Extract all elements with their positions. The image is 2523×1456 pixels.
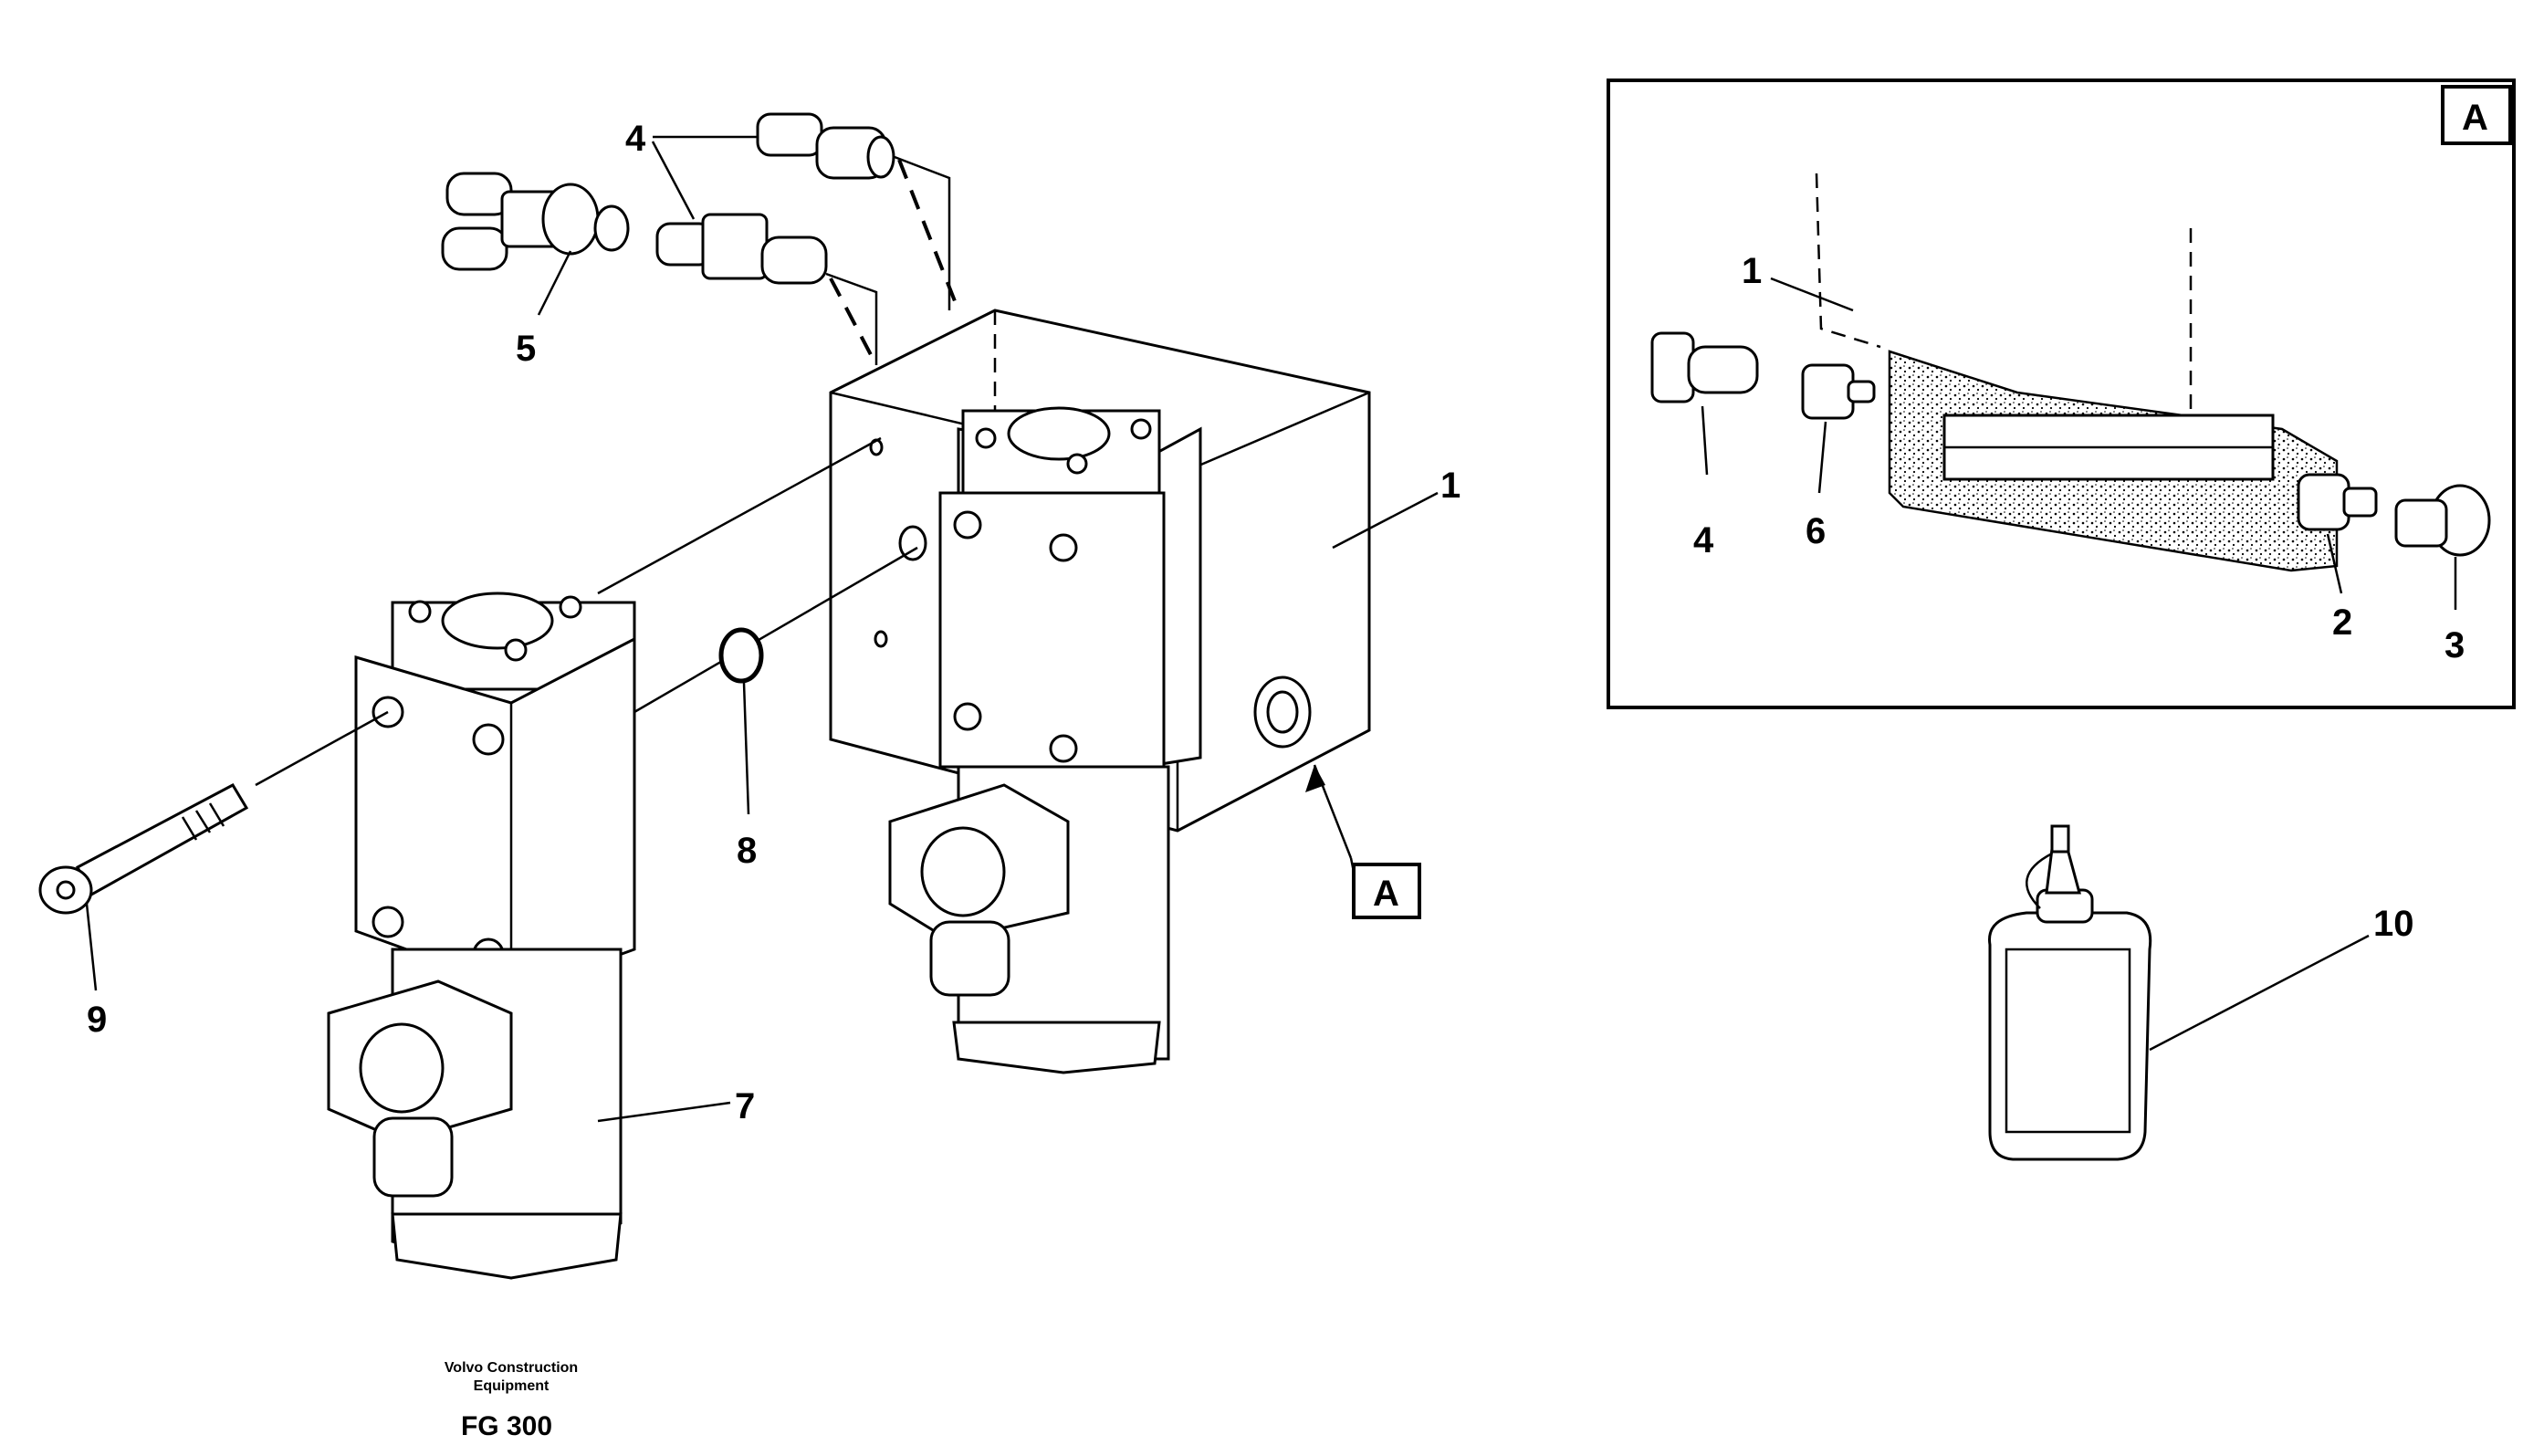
inset-label: A	[2462, 98, 2488, 138]
leader-4	[651, 141, 696, 220]
leader-5	[537, 250, 572, 316]
o-ring	[718, 627, 764, 684]
callout-7: 7	[735, 1086, 755, 1126]
alignment-line	[255, 710, 389, 787]
brand-line-1: Volvo Construction	[445, 1360, 578, 1376]
alignment-line	[597, 436, 882, 595]
adhesive-bottle	[1988, 824, 2152, 1161]
inset-part-6	[1801, 363, 1855, 420]
leader-8	[742, 682, 750, 815]
callout-1: 1	[1440, 466, 1460, 506]
tee-fitting	[441, 172, 630, 271]
inset-callout-1: 1	[1742, 251, 1762, 291]
assembly-path	[829, 278, 878, 366]
inset-callout-4: 4	[1693, 520, 1714, 560]
leader-9	[85, 903, 98, 991]
inset-callout-3: 3	[2444, 625, 2465, 665]
detail-inset-a: A 1 4 6 2 3	[1607, 79, 2516, 709]
leader-1	[1332, 491, 1439, 550]
inset-callout-6: 6	[1806, 511, 1826, 551]
inset-part-2	[2297, 473, 2350, 531]
callout-8: 8	[737, 831, 757, 871]
mounted-solenoid-valve	[888, 406, 1202, 1074]
assembly-path	[894, 155, 951, 310]
callout-10: 10	[2373, 904, 2414, 944]
assembly-path	[825, 272, 878, 365]
leader-10	[2149, 934, 2370, 1052]
callout-9: 9	[87, 1000, 107, 1040]
inset-frame	[1607, 79, 2516, 709]
group-code: FG 300	[461, 1411, 552, 1441]
straight-fitting-upper	[756, 112, 895, 180]
callout-4: 4	[625, 119, 646, 159]
straight-fitting-lower	[655, 213, 828, 285]
loose-solenoid-valve	[327, 592, 636, 1280]
view-a-arrowhead	[1305, 765, 1325, 792]
inset-fitting-4	[1650, 331, 1695, 403]
inset-callout-2: 2	[2332, 602, 2352, 643]
view-a-reference-box	[1352, 863, 1421, 919]
inset-label-box	[2441, 85, 2512, 145]
screw	[38, 783, 249, 915]
brand-line-2: Equipment	[474, 1378, 550, 1394]
alignment-line	[633, 546, 918, 714]
view-a-reference-label: A	[1373, 874, 1399, 914]
leader-7	[597, 1101, 731, 1123]
callout-5: 5	[516, 329, 536, 369]
